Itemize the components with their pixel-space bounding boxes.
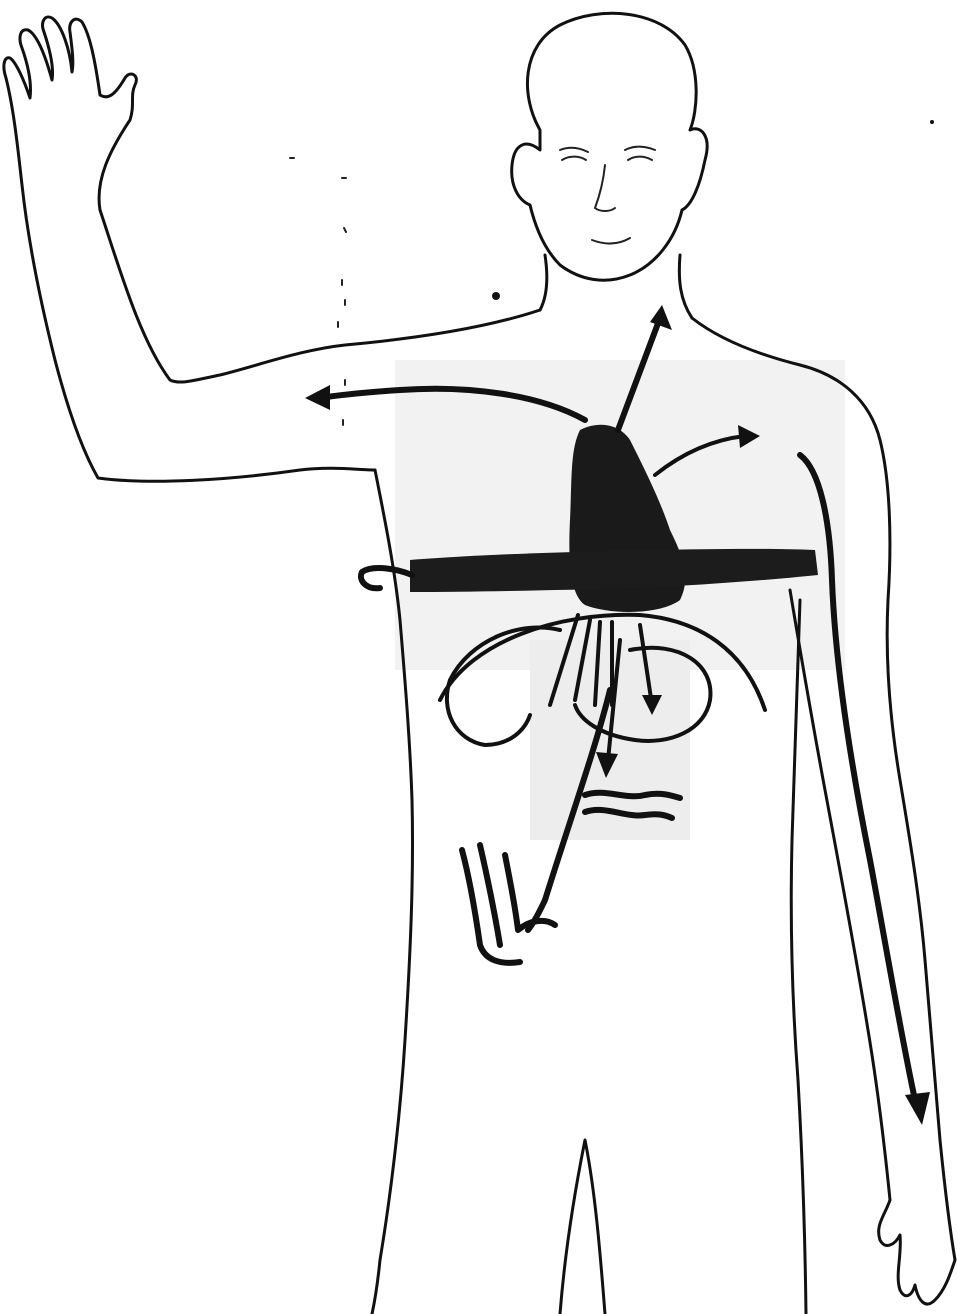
arrow-neck-head xyxy=(650,305,672,330)
speck xyxy=(930,120,934,124)
speck-dashes xyxy=(290,158,346,425)
right-hand xyxy=(879,1200,955,1304)
speck xyxy=(492,292,500,300)
left-eyebrow xyxy=(560,148,588,152)
torso-right xyxy=(791,600,806,1314)
arrow-right-arm-head xyxy=(905,1092,930,1125)
arrow-left-arm-head xyxy=(305,385,330,410)
head-outline xyxy=(512,13,707,280)
left-eye xyxy=(562,157,586,160)
inner-legs xyxy=(560,1140,605,1314)
neck-right xyxy=(679,255,692,318)
nose xyxy=(595,165,615,211)
mouth xyxy=(592,238,630,244)
right-eyebrow xyxy=(625,147,655,150)
right-eye xyxy=(628,157,652,160)
neck-left xyxy=(540,255,547,310)
